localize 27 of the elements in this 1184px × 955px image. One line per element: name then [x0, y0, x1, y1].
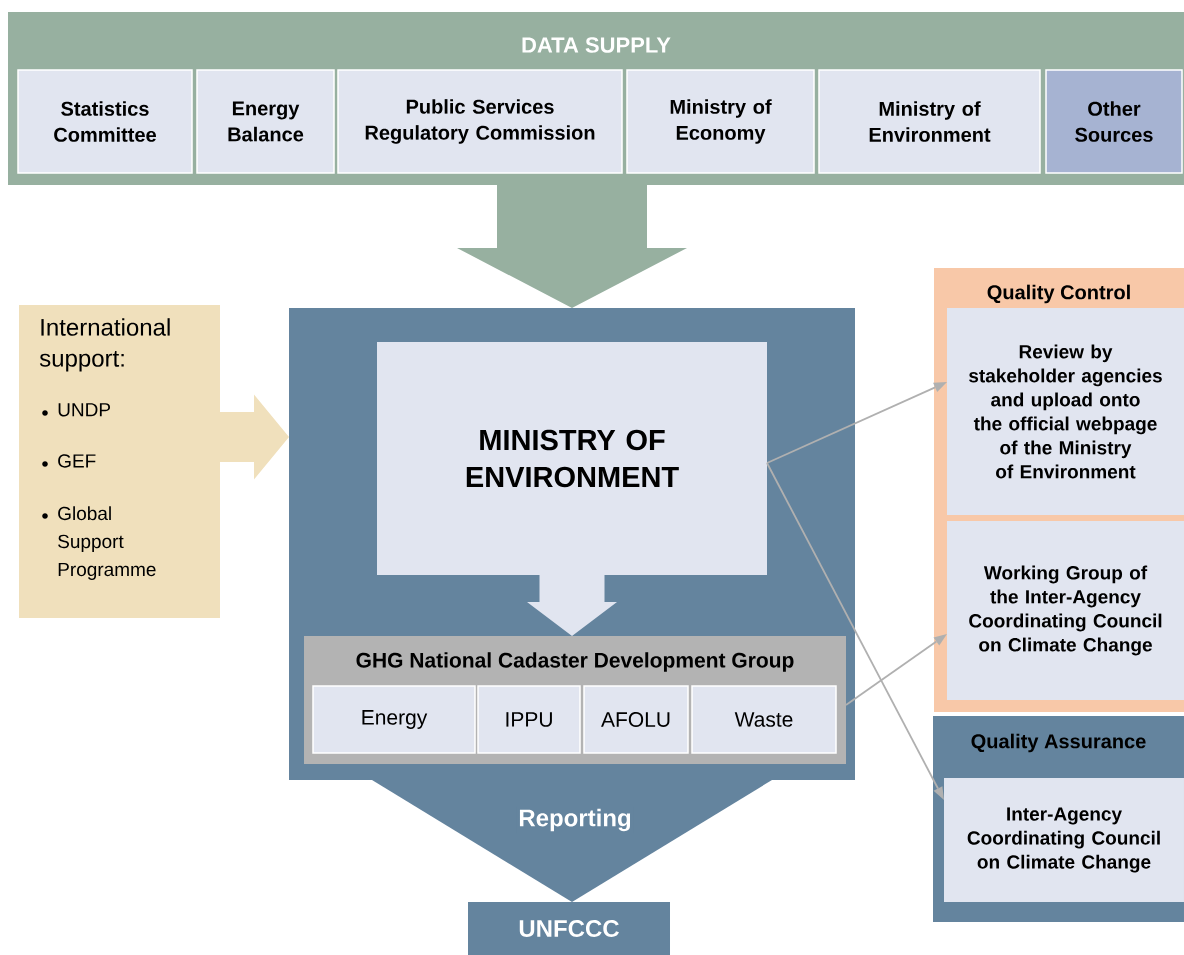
- edge-label: Reporting: [516, 806, 634, 834]
- block-arrow: [220, 394, 289, 480]
- sector-box: AFOLU: [583, 685, 689, 754]
- sector-box: IPPU: [477, 685, 581, 754]
- block-arrow: [372, 780, 772, 902]
- support-box: International support: UNDP GEF Global Support Programme: [19, 305, 220, 618]
- step-box: Working Group of the Inter-Agency Coordinating Council on Climate Change: [947, 521, 1184, 700]
- step-box: Review by stakeholder agencies and upload onto the official webpage of the Ministry of Environment: [947, 308, 1184, 515]
- bullet-item: Global Support Programme: [42, 506, 156, 580]
- source-box: Energy Balance: [196, 69, 335, 174]
- unfccc-box: UNFCCC: [468, 902, 670, 955]
- sector-box: Energy: [312, 685, 476, 754]
- block-arrow: [457, 185, 687, 308]
- arrow: [766, 462, 944, 800]
- arrow: [766, 382, 947, 464]
- arrow: [845, 634, 947, 706]
- step-box: Inter-Agency Coordinating Council on Climate Change: [944, 778, 1184, 902]
- bullet-item: UNDP: [42, 403, 111, 417]
- source-box: Other Sources: [1045, 69, 1183, 174]
- ministry-box: MINISTRY OF ENVIRONMENT: [377, 342, 767, 575]
- source-box: Ministry of Economy: [626, 69, 815, 174]
- source-box: Statistics Committee: [17, 69, 193, 174]
- bullet-item: GEF: [42, 454, 96, 468]
- block-arrow: [527, 575, 617, 636]
- source-box: Ministry of Environment: [818, 69, 1041, 174]
- source-box: Public Services Regulatory Commission: [337, 69, 623, 174]
- sector-box: Waste: [691, 685, 837, 754]
